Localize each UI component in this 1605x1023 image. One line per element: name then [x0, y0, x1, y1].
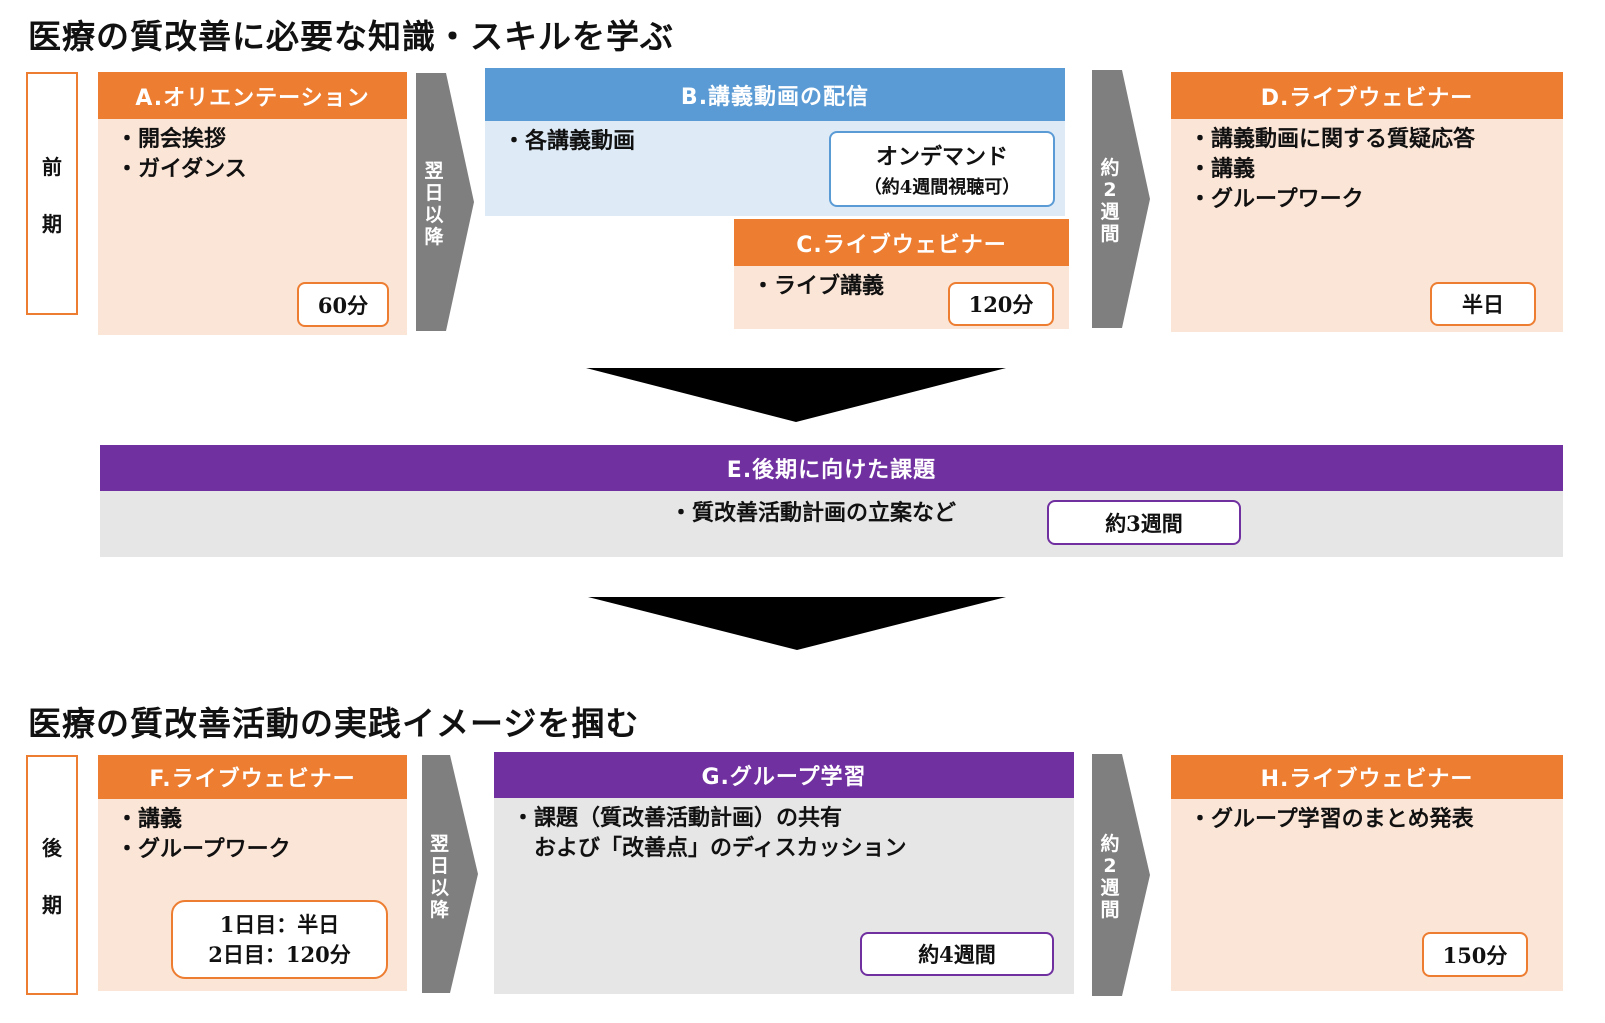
block-a-duration: 60分 [297, 282, 389, 327]
vtext-char: 約 [1100, 833, 1120, 855]
section-heading-first: 医療の質改善に必要な知識・スキルを学ぶ [28, 17, 674, 56]
vtext-char: 週 [1100, 201, 1120, 223]
next-day-label-first: 翌 日 以 降 [416, 160, 452, 248]
next-day-label-second: 翌 日 以 降 [422, 833, 457, 921]
section-heading-second: 医療の質改善活動の実践イメージを掴む [28, 704, 640, 743]
vtext-char: 日 [429, 855, 449, 877]
phase-char: 期 [42, 211, 62, 236]
phase-char: 期 [42, 893, 62, 917]
phase-char: 前 [42, 154, 62, 179]
list-item: ・ガイダンス [116, 157, 247, 182]
list-item: ・ライブ講義 [752, 274, 885, 299]
list-item: ・課題（質改善活動計画）の共有 [512, 806, 843, 831]
phase-label-second: 後 期 [26, 755, 78, 995]
list-item: および「改善点」のディスカッション [512, 836, 907, 861]
block-g-items: ・課題（質改善活動計画）の共有 および「改善点」のディスカッション [494, 798, 1074, 864]
list-item: ・グループワーク [116, 837, 291, 862]
on-demand-badge: オンデマンド （約4週間視聴可） [829, 131, 1055, 207]
list-item: ・各講義動画 [503, 129, 636, 154]
list-item: ・講義 [1189, 157, 1256, 182]
list-item: ・グループワーク [1189, 187, 1364, 212]
block-c-items: ・ライブ講義 [734, 266, 1069, 302]
two-weeks-arrow-first [1092, 70, 1150, 328]
phase-char: 後 [42, 836, 62, 860]
block-c-duration: 120分 [948, 282, 1054, 326]
block-a: A.オリエンテーション ・開会挨拶 ・ガイダンス 60分 [98, 72, 407, 335]
vtext-char: 約 [1100, 157, 1120, 179]
list-item: ・開会挨拶 [116, 127, 227, 152]
next-day-arrow-second [422, 755, 478, 993]
vtext-char: 日 [424, 182, 444, 204]
vtext-char: 翌 [429, 833, 449, 855]
vtext-char: 週 [1100, 877, 1120, 899]
list-item: ・講義動画に関する質疑応答 [1189, 127, 1476, 152]
block-e-body: ・質改善活動計画の立案など [100, 491, 1563, 557]
block-f-title: F.ライブウェビナー [98, 755, 407, 799]
down-arrow-second [588, 597, 1006, 650]
duration-line: 2日目：120分 [208, 941, 351, 967]
block-b-items: ・各講義動画 [485, 121, 1065, 157]
block-h-items: ・グループ学習のまとめ発表 [1171, 799, 1563, 835]
block-c-title: C.ライブウェビナー [734, 219, 1069, 266]
two-weeks-label-first: 約 2 週 間 [1092, 157, 1128, 245]
block-f-items: ・講義 ・グループワーク [98, 799, 407, 865]
list-item: ・グループ学習のまとめ発表 [1189, 807, 1474, 832]
vtext-char: 翌 [424, 160, 444, 182]
block-h-title: H.ライブウェビナー [1171, 755, 1563, 799]
block-d-title: D.ライブウェビナー [1171, 72, 1563, 119]
block-e-items: ・質改善活動計画の立案など [670, 493, 956, 529]
block-d-duration: 半日 [1430, 282, 1536, 326]
vtext-char: 降 [429, 899, 449, 921]
block-a-items: ・開会挨拶 ・ガイダンス [98, 119, 407, 185]
next-day-arrow-first [416, 73, 474, 331]
list-item: ・質改善活動計画の立案など [670, 501, 957, 526]
vtext-char: 間 [1100, 223, 1120, 245]
block-g-duration: 約4週間 [860, 932, 1054, 976]
block-h-duration: 150分 [1422, 932, 1528, 977]
two-weeks-arrow-second [1092, 754, 1150, 996]
duration-line: 1日目：半日 [219, 911, 340, 937]
on-demand-label: オンデマンド [875, 145, 1008, 170]
block-d-items: ・講義動画に関する質疑応答 ・講義 ・グループワーク [1171, 119, 1563, 215]
block-g-title: G.グループ学習 [494, 752, 1074, 798]
vtext-char: 2 [1103, 179, 1117, 201]
block-e-duration: 約3週間 [1047, 500, 1241, 545]
down-arrow-first [586, 368, 1006, 422]
phase-label-first: 前 期 [26, 72, 78, 315]
block-a-title: A.オリエンテーション [98, 72, 407, 119]
vtext-char: 降 [424, 226, 444, 248]
on-demand-period: （約4週間視聴可） [863, 177, 1021, 198]
block-b-title: B.講義動画の配信 [485, 68, 1065, 121]
vtext-char: 以 [424, 204, 444, 226]
vtext-char: 2 [1103, 855, 1117, 877]
vtext-char: 間 [1100, 899, 1120, 921]
two-weeks-label-second: 約 2 週 間 [1092, 833, 1128, 921]
block-a-body: ・開会挨拶 ・ガイダンス [98, 119, 407, 335]
block-f-duration: 1日目：半日 2日目：120分 [171, 900, 388, 979]
list-item: ・講義 [116, 807, 183, 832]
vtext-char: 以 [429, 877, 449, 899]
block-e-title: E.後期に向けた課題 [100, 445, 1563, 491]
